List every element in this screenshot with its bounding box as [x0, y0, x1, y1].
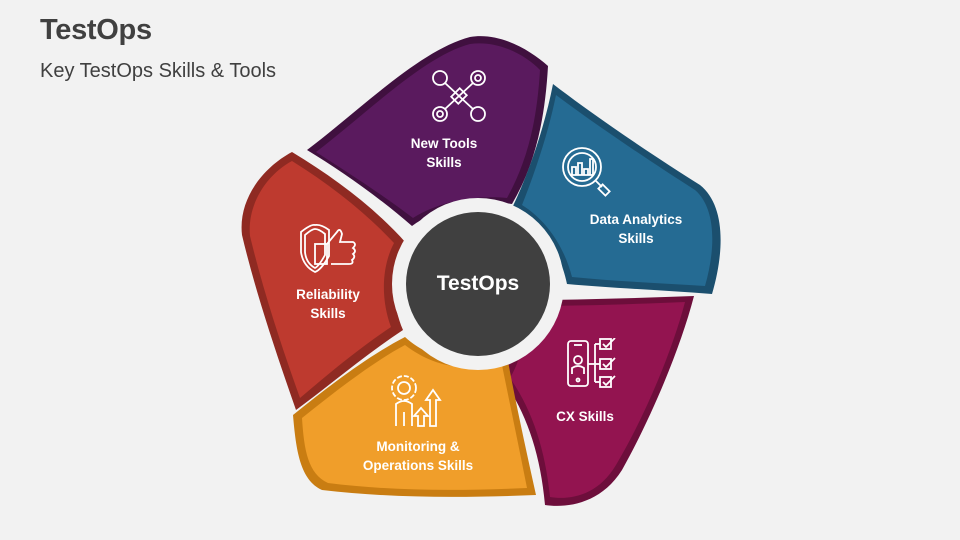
segment-label-data-analytics: Data Analytics Skills: [590, 210, 683, 248]
center-label: TestOps: [436, 272, 520, 295]
segment-label-line2: Operations Skills: [362, 458, 474, 473]
segment-label-line1: New Tools: [410, 136, 478, 151]
segment-label-line1: Data Analytics: [589, 212, 683, 227]
segment-label-line2: Skills: [618, 231, 654, 246]
segment-label-new-tools: New Tools Skills: [411, 134, 478, 172]
segment-label-line1: Reliability: [296, 287, 360, 302]
segment-data-analytics: [513, 84, 721, 294]
segment-label-monitoring: Monitoring & Operations Skills: [363, 437, 473, 475]
shield-thumbs-up-icon: [300, 223, 356, 273]
segment-label-reliability: Reliability Skills: [296, 285, 360, 323]
segment-label-cx: CX Skills: [556, 407, 614, 426]
segment-monitoring: [293, 337, 536, 497]
segment-label-line1: Monitoring &: [376, 439, 460, 454]
center-circle: [406, 212, 550, 356]
magnifier-chart-icon: [562, 147, 611, 197]
segment-label-line2: Skills: [310, 306, 346, 321]
segment-cx: [500, 296, 694, 506]
slide-subtitle: Key TestOps Skills & Tools: [40, 60, 277, 82]
segment-label-line2: Skills: [426, 155, 462, 170]
segment-reliability: [241, 152, 406, 410]
segment-label-line1: CX Skills: [556, 409, 614, 424]
slide-title: TestOps: [40, 14, 152, 46]
wrenches-icon: [432, 70, 486, 122]
phone-user-checklist-icon: [567, 338, 616, 388]
segment-new-tools: [307, 36, 548, 226]
gear-person-arrows-icon: [391, 375, 442, 427]
